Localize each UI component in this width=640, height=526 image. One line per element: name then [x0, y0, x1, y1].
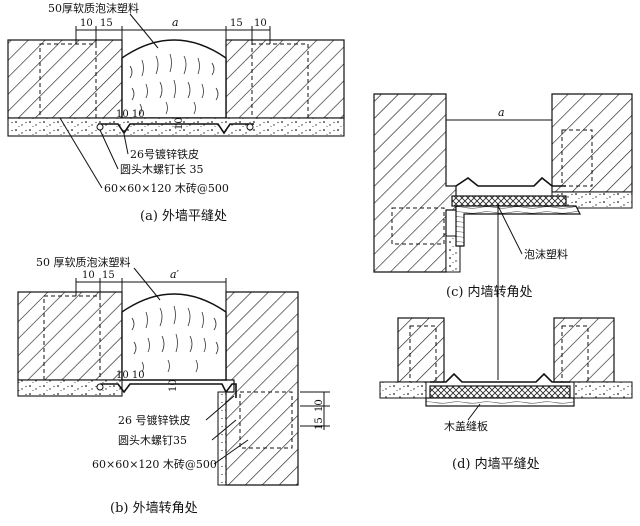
foam-leader: [129, 13, 159, 49]
dim-side-10: 10: [314, 399, 325, 412]
dim-groove-label: 10 10: [116, 109, 145, 120]
foam-label: 泡沫塑料: [524, 247, 568, 261]
figure-b-outer-wall-corner: 10 15 a′ 50 厚软质泡沫塑料 10 10 10 10 15 26 号镀…: [17, 255, 330, 516]
figure-c-inner-wall-corner: a 泡沫塑料 (c) 内墙转角处: [373, 93, 633, 380]
foam-label: 50 厚软质泡沫塑料: [36, 255, 131, 269]
right-wall-hatch: [553, 317, 615, 383]
screw-left: [96, 383, 104, 391]
brick-leader: [213, 439, 249, 465]
dim-a-prime-label: a′: [170, 268, 180, 281]
left-wall-hatch: [397, 317, 445, 383]
galvanized-sheet-cover: [98, 123, 254, 135]
foam-texture: [131, 305, 219, 373]
dim-groove-label: 10 10: [116, 370, 145, 381]
wood-angle-cover: [455, 205, 581, 247]
caption-d: (d) 内墙平缝处: [452, 456, 540, 472]
caption-c: (c) 内墙转角处: [446, 284, 533, 300]
dim-ticks-b: [75, 278, 227, 296]
screw-leader: [99, 129, 119, 170]
left-wall-hatch: [17, 291, 123, 381]
dim-left-15: 15: [102, 270, 115, 281]
screw-left: [96, 123, 104, 131]
foam-label: 50厚软质泡沫塑料: [48, 1, 139, 15]
dim-right-15: 15: [230, 18, 243, 29]
wood-brick-dashed-right: [561, 129, 593, 187]
dim-a-label: a: [172, 16, 179, 29]
dim-ticks-side: [300, 391, 330, 427]
foam-leader: [133, 267, 161, 301]
foam-leader: [497, 205, 523, 255]
screw-label: 圆头木螺钉35: [118, 434, 187, 447]
left-wall-hatch: [373, 93, 457, 273]
wood-brick-dashed-corner: [239, 391, 293, 449]
sheet-leader: [205, 395, 235, 421]
dim-ticks-a: [75, 26, 271, 44]
brick-leader: [59, 117, 103, 189]
brick-label: 60×60×120 木砖@500: [104, 181, 229, 195]
caption-b: (b) 外墙转角处: [110, 501, 198, 516]
brick-label: 60×60×120 木砖@500: [92, 457, 217, 471]
foam-strip: [451, 195, 567, 207]
dim-side-15: 15: [314, 417, 325, 430]
screw-right: [246, 123, 254, 131]
figure-d-inner-wall-flat-joint: 木盖缝板 (d) 内墙平缝处: [379, 317, 633, 472]
plaster-layer-corner: [217, 391, 227, 486]
dim-left-15: 15: [100, 18, 113, 29]
galvanized-sheet: [455, 176, 566, 187]
foam-texture: [129, 53, 219, 115]
foam-filler: [121, 293, 227, 381]
foam-strip: [429, 385, 571, 399]
dim-ticks-c: [445, 114, 553, 126]
plaster-left: [379, 381, 427, 399]
cover-label: 木盖缝板: [444, 419, 488, 433]
cover-leader: [467, 403, 481, 421]
caption-a: (a) 外墙平缝处: [140, 209, 227, 224]
left-wall-hatch: [7, 39, 123, 119]
dim-depth-label: 10: [174, 117, 185, 130]
right-wall-hatch: [225, 39, 345, 119]
dim-right-10: 10: [254, 18, 267, 29]
wood-brick-dashed-left: [391, 207, 445, 245]
galvanized-sheet: [430, 372, 570, 383]
dim-depth-label: 10: [168, 379, 179, 392]
dim-a-label: a: [498, 106, 505, 119]
wood-cover-board: [425, 397, 575, 407]
galvanized-sheet-cover: [100, 383, 237, 398]
foam-filler: [121, 39, 227, 119]
dim-left-10: 10: [82, 270, 95, 281]
sheet-label: 26号镀锌铁皮: [130, 147, 199, 161]
plaster-layer-left: [17, 379, 123, 397]
screw-label: 圆头木螺钉长 35: [120, 163, 204, 176]
plaster-layer: [7, 117, 345, 137]
screw-leader: [211, 419, 237, 441]
figure-a-outer-wall-flat-joint: 10 15 15 10 a 50厚软质泡沫塑料 10 10 10 26号镀锌铁皮…: [7, 1, 345, 224]
dim-left-10: 10: [80, 18, 93, 29]
sheet-label: 26 号镀锌铁皮: [118, 413, 191, 427]
plaster-right: [573, 381, 633, 399]
sheet-leader: [123, 133, 129, 155]
